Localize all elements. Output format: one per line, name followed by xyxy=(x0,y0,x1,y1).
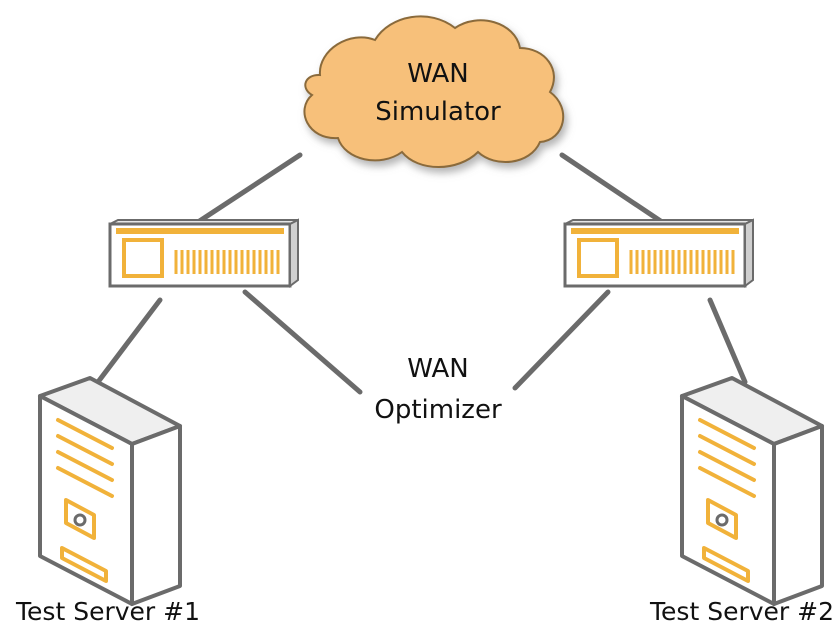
cloud-label-line1: WAN xyxy=(407,59,469,89)
test-server-2 xyxy=(680,376,824,606)
wan-optimizer-left xyxy=(108,218,299,288)
link-cloud-optimizer-right xyxy=(559,152,668,227)
wan-optimizer-label: WAN Optimizer xyxy=(374,354,502,425)
test-server-1 xyxy=(38,376,182,606)
cloud-icon xyxy=(303,15,565,168)
wan-optimizer-right xyxy=(563,218,754,288)
optimizer-label-line2: Optimizer xyxy=(374,395,502,425)
link-optimizer-right-server-2 xyxy=(707,297,748,385)
optimizer-icon xyxy=(108,218,299,288)
optimizer-label-line1: WAN xyxy=(407,354,469,384)
link-optimizer-left-label xyxy=(242,289,363,395)
server-tower-icon xyxy=(680,376,824,606)
connection-lines xyxy=(95,152,748,395)
cloud-label-line2: Simulator xyxy=(375,97,501,127)
test-server-1-label: Test Server #1 xyxy=(15,597,200,626)
link-optimizer-right-label xyxy=(512,289,611,391)
test-server-2-label: Test Server #2 xyxy=(649,597,834,626)
optimizer-icon xyxy=(563,218,754,288)
server-tower-icon xyxy=(38,376,182,606)
link-optimizer-left-server-1 xyxy=(95,297,163,385)
wan-simulator-cloud: WAN Simulator xyxy=(303,15,565,168)
link-cloud-optimizer-left xyxy=(192,152,303,227)
